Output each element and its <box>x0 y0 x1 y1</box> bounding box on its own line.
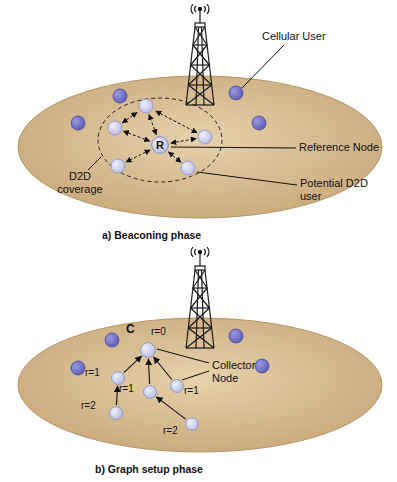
d2d-user-node: r=2 <box>185 417 199 431</box>
d2d-user-node: r=1 <box>111 371 125 385</box>
cell-tower <box>186 4 214 105</box>
cellular-user-dot <box>105 333 119 347</box>
leader-line <box>157 349 209 363</box>
node-circle <box>143 385 157 399</box>
tree-arrow <box>148 359 149 384</box>
tree-arrow <box>124 356 142 372</box>
d2d-user-dot <box>139 99 153 113</box>
beacon-arrow <box>122 112 137 122</box>
d2d-user-dot <box>111 159 125 173</box>
reference-node: R <box>151 136 169 154</box>
cellular-user-dot <box>229 86 243 100</box>
d2d-user-dot <box>108 121 122 135</box>
cellular-user-dot <box>252 116 266 130</box>
d2d-user-dot <box>198 130 212 144</box>
callout-label: D2D coverage <box>52 170 108 196</box>
tree-arrow <box>156 397 185 419</box>
panel-caption: a) Beaconing phase <box>102 229 201 242</box>
beacon-arrow <box>156 111 197 133</box>
node-circle <box>186 418 199 431</box>
leader-line <box>242 45 284 88</box>
node-circle <box>111 371 125 385</box>
beacon-arrows <box>122 111 197 162</box>
rank-label: r=0 <box>151 326 166 338</box>
callout-label: Reference Node <box>299 141 379 154</box>
callout-label: Collector Node <box>212 359 272 385</box>
node-circle <box>144 386 157 399</box>
node-letter: R <box>151 139 169 151</box>
cell-tower <box>186 247 214 348</box>
rank-label: r=2 <box>81 400 96 412</box>
cellular-user-dot <box>255 359 269 373</box>
cellular-user-dot <box>71 361 85 375</box>
cellular-user-dot <box>229 329 243 343</box>
panel-caption: b) Graph setup phase <box>95 463 203 476</box>
tree-arrow <box>154 357 172 380</box>
cellular-user-dot <box>113 89 127 103</box>
d2d-user-dot <box>181 161 195 175</box>
leader-line <box>182 371 209 380</box>
d2d-user-node: r=1 <box>170 379 184 393</box>
node-circle <box>171 380 184 393</box>
user-dots <box>71 86 269 375</box>
node-circle <box>170 379 184 393</box>
leader-line <box>88 157 101 170</box>
cellular-user-dot <box>71 116 85 130</box>
node-circle <box>152 137 169 154</box>
node-circle <box>141 343 156 358</box>
leader-line <box>171 147 296 148</box>
rank-label: r=1 <box>184 385 199 397</box>
d2d-user-node: r=2 <box>109 406 123 420</box>
ground-plane <box>18 318 382 452</box>
callout-label: Potential D2D user <box>300 177 370 203</box>
rank-label: r=1 <box>85 367 100 379</box>
coverage-circle <box>98 98 222 182</box>
leader-lines <box>88 45 297 380</box>
node-circle <box>112 372 125 385</box>
node-circle <box>185 417 199 431</box>
d2d-user-node: r=1 <box>143 385 157 399</box>
rank-label: r=1 <box>119 383 134 395</box>
collector-node: Cr=0 <box>140 342 156 358</box>
beacon-arrow <box>149 114 156 134</box>
node-circle <box>110 407 123 420</box>
leader-line <box>197 172 297 185</box>
tree-arrow <box>116 386 117 405</box>
beacon-arrow <box>123 131 149 141</box>
beacon-arrow <box>126 150 150 162</box>
node-circle <box>109 406 123 420</box>
beacon-arrow <box>169 152 182 162</box>
beacon-arrow <box>171 139 196 144</box>
rank-label: r=2 <box>163 425 178 437</box>
node-circle <box>140 342 156 358</box>
callout-label: Cellular User <box>262 30 326 43</box>
ground-plane <box>18 76 382 218</box>
node-letter: C <box>126 323 135 335</box>
